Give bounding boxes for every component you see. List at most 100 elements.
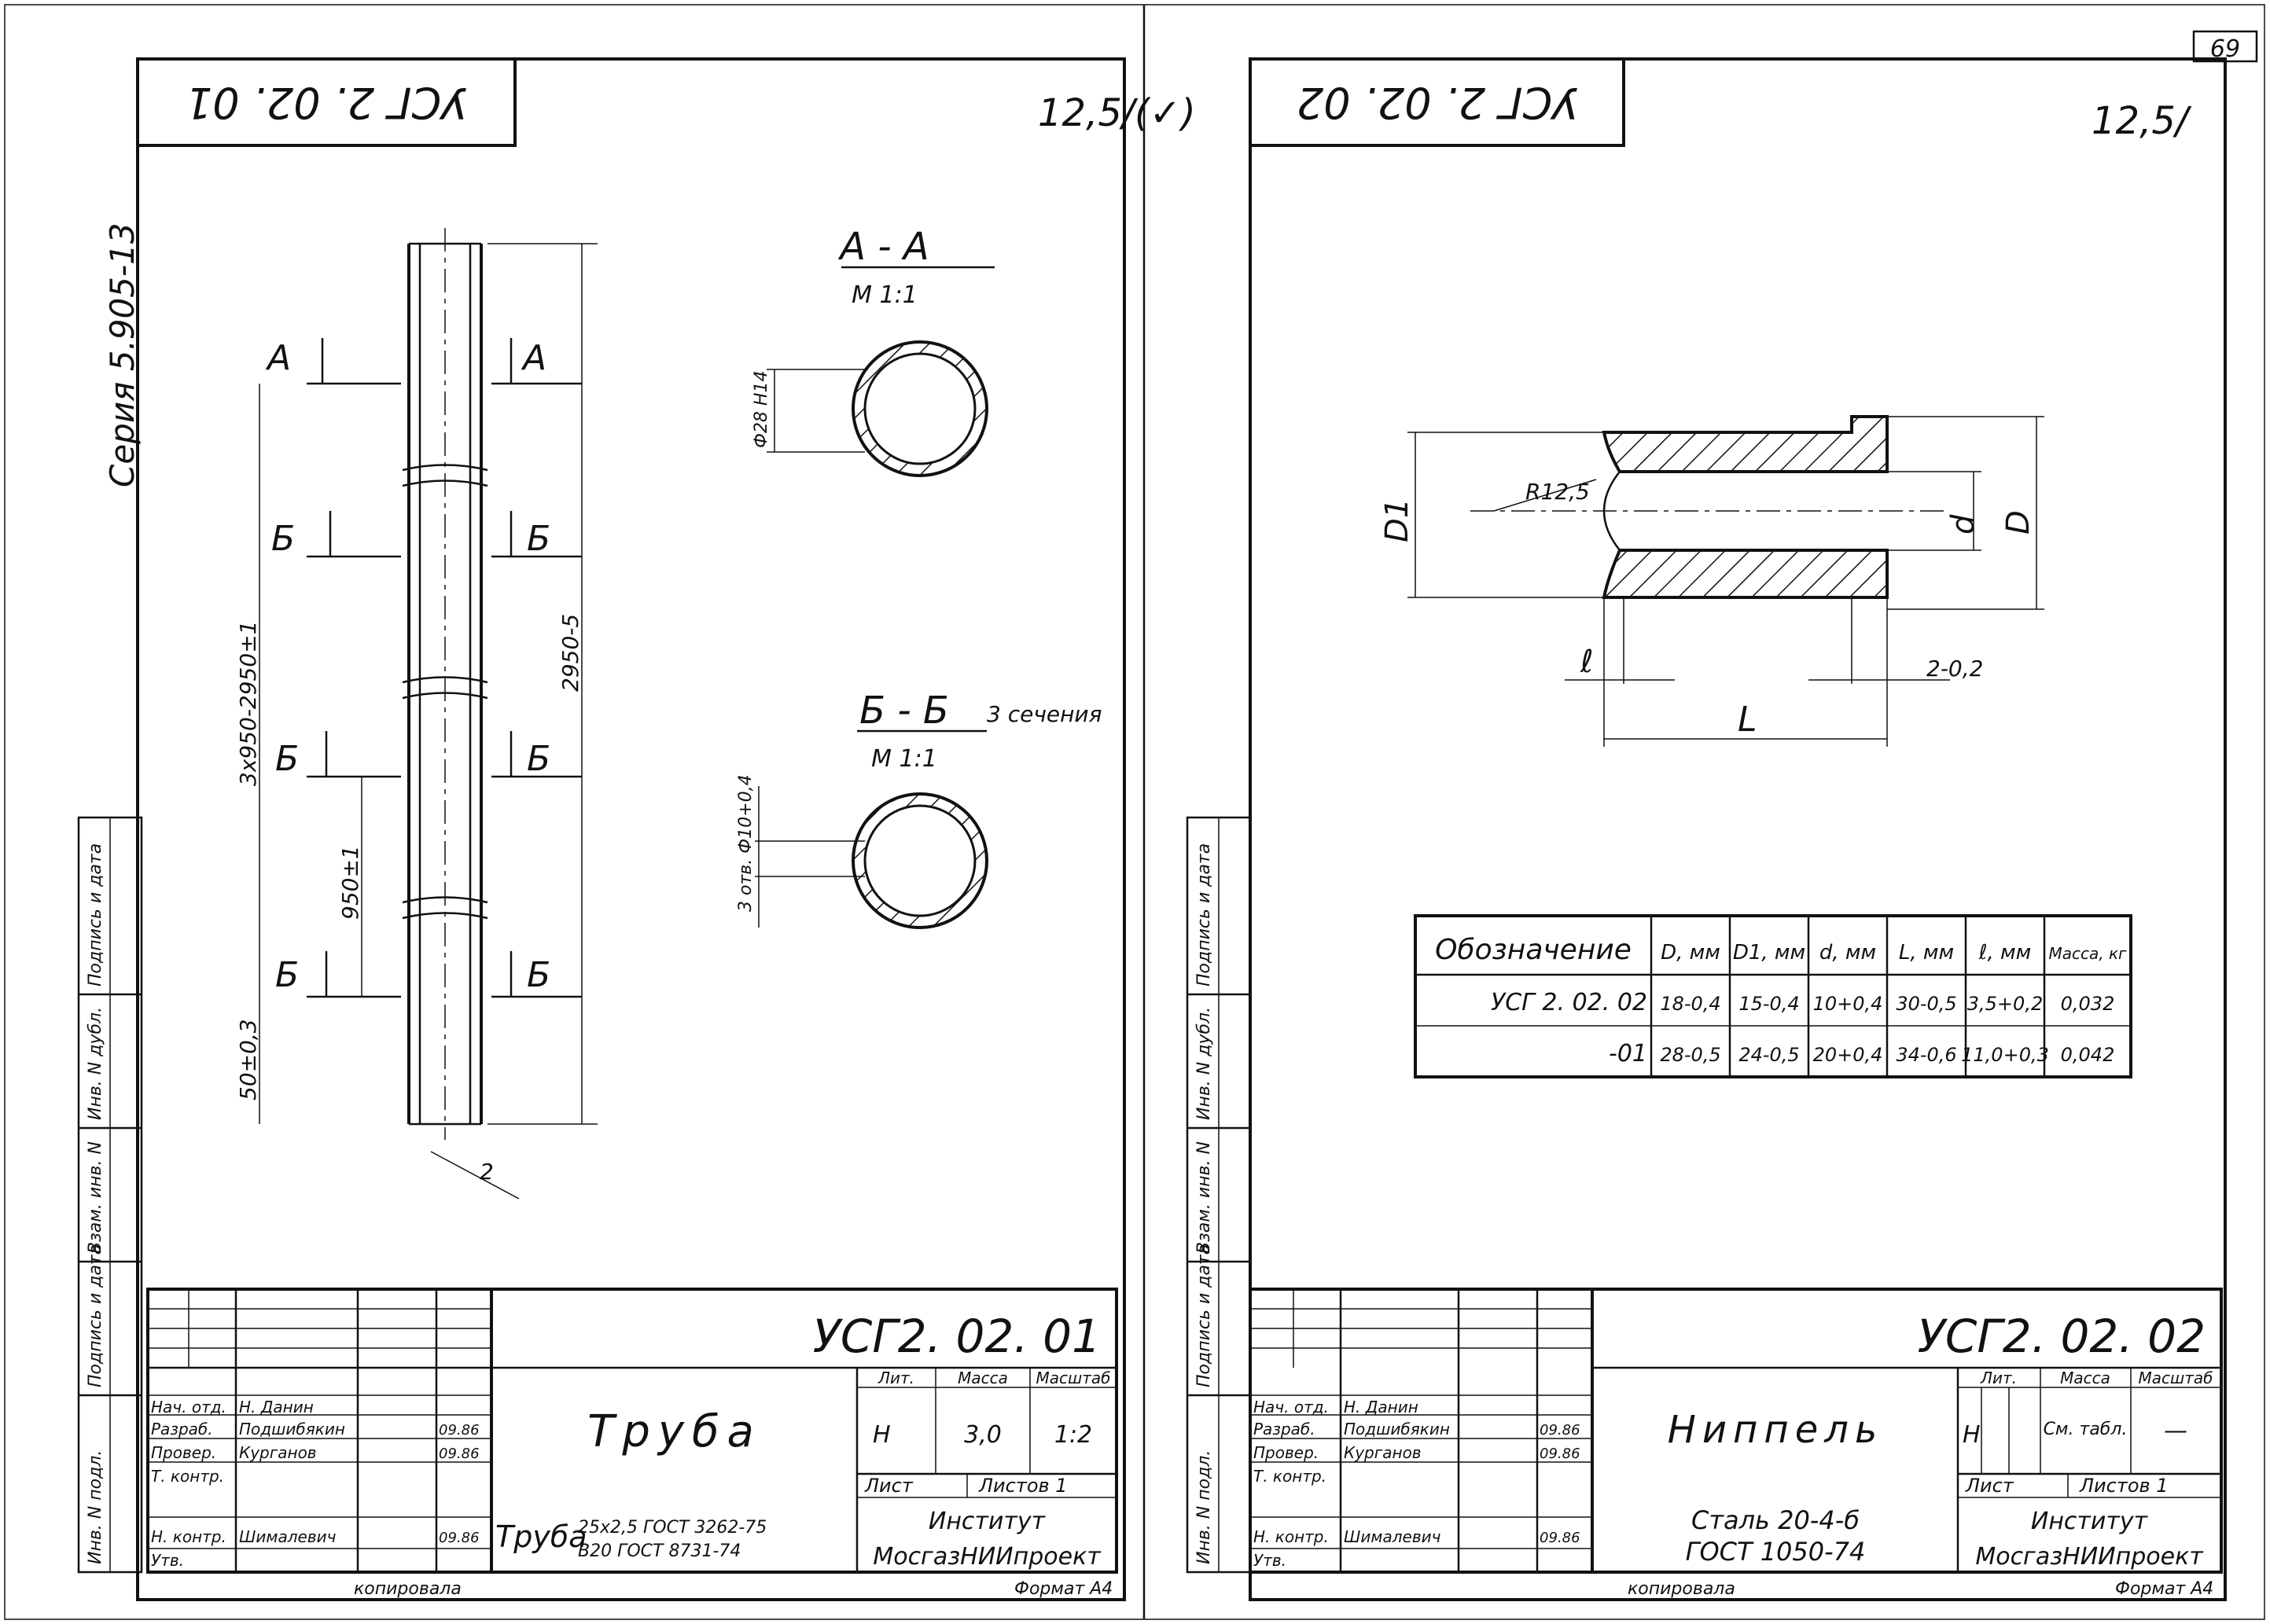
right-copied: копировала xyxy=(1628,1579,1735,1599)
table-header-1: D, мм xyxy=(1661,941,1720,964)
right-title-block: Нач. отд. Разраб. Провер. Т. контр. Н. к… xyxy=(1249,1288,2223,1574)
right-mass-value: См. табл. xyxy=(2044,1420,2128,1439)
parameter-table: Обозначение D, мм D1, мм d, мм L, мм ℓ, … xyxy=(1414,914,2132,1078)
left-date-2: 09.86 xyxy=(439,1446,480,1462)
dimensions-left: 2950-5 3x950-2950±1 950±1 50±0,3 2 xyxy=(235,243,598,1200)
table-row-1-col-4: 34-0,6 xyxy=(1896,1044,1956,1066)
left-rotated-code: УСГ 2. 02. 01 xyxy=(186,78,467,127)
right-role-3: Т. контр. xyxy=(1253,1467,1326,1486)
table-row-0-col-2: 15-0,4 xyxy=(1738,993,1799,1015)
left-name-5: Шималевич xyxy=(239,1527,337,1546)
table-header-5: ℓ, мм xyxy=(1978,941,2032,964)
left-lit-header: Лит. xyxy=(877,1369,914,1387)
left-name-0: Н. Данин xyxy=(239,1398,314,1416)
table-header-6: Масса, кг xyxy=(2048,944,2127,963)
right-lit-value: Н xyxy=(1963,1421,1981,1449)
nipple-view: D1 R12,5 d D ℓ 2-0,2 L xyxy=(1379,415,2044,747)
dim-outer: Ф28 H14 xyxy=(752,371,771,448)
right-title-name: Ниппель xyxy=(1668,1408,1884,1452)
left-mass-header: Масса xyxy=(958,1369,1008,1387)
dim-d1: D1 xyxy=(1379,498,1415,542)
section-aa-scale: М 1:1 xyxy=(852,281,918,309)
left-sheet-label: Лист xyxy=(864,1475,914,1497)
right-format: Формат А4 xyxy=(2115,1579,2213,1599)
right-rotated-code: УСГ 2. 02. 02 xyxy=(1297,78,1578,127)
table-row-1-col-0: -01 xyxy=(1609,1040,1647,1067)
right-roughness: 12,5/ xyxy=(2092,99,2192,143)
right-side-stamp: Подпись и дата Инв. N дубл. Взам. инв. N… xyxy=(1186,816,1252,1574)
right-date-2: 09.86 xyxy=(1540,1446,1580,1462)
table-header-0: Обозначение xyxy=(1435,934,1632,966)
section-bb-note: 3 сечения xyxy=(987,701,1102,727)
left-role-5: Н. контр. xyxy=(151,1527,226,1546)
cut-marks: А А Б Б Б Б Б Б xyxy=(265,338,582,998)
left-role-0: Нач. отд. xyxy=(151,1398,226,1416)
left-sheets-label: Листов 1 xyxy=(978,1475,1068,1497)
left-scale-value: 1:2 xyxy=(1054,1421,1092,1449)
left-material-prefix: Труба xyxy=(495,1519,587,1554)
left-institute-2: МосгазНИИпроект xyxy=(873,1543,1102,1571)
right-mass-header: Масса xyxy=(2060,1369,2110,1387)
left-frame xyxy=(136,57,1126,1601)
dim-step: 3x950-2950±1 xyxy=(235,621,261,786)
right-sheets-label: Листов 1 xyxy=(2079,1475,2169,1497)
left-institute-1: Институт xyxy=(929,1508,1047,1535)
dim-L: L xyxy=(1738,700,1757,740)
section-aa-label: А - А xyxy=(837,225,929,269)
dim-wall: 2 xyxy=(480,1159,494,1185)
right-name-0: Н. Данин xyxy=(1344,1398,1418,1416)
outer-border xyxy=(4,4,2265,1620)
left-copied: копировала xyxy=(354,1579,462,1599)
right-role-1: Разраб. xyxy=(1253,1420,1315,1438)
right-side-label-5: Инв. N подл. xyxy=(1194,1450,1214,1564)
table-header-2: D1, мм xyxy=(1733,941,1805,964)
right-role-0: Нач. отд. xyxy=(1253,1398,1329,1416)
left-scale-header: Масштаб xyxy=(1036,1369,1110,1387)
left-roughness: 12,5/(✓) xyxy=(1038,91,1196,135)
right-institute-1: Институт xyxy=(2031,1508,2149,1535)
cut-label-b3: Б xyxy=(275,739,299,779)
table-row-0-col-6: 0,032 xyxy=(2061,993,2115,1015)
right-title-code: УСГ2. 02. 02 xyxy=(1918,1310,2206,1363)
right-material-line1: Сталь 20-4-б xyxy=(1691,1505,1860,1535)
left-title-name: Труба xyxy=(587,1406,762,1457)
cut-label-b1: Б xyxy=(271,519,295,559)
right-side-label-2: Инв. N дубл. xyxy=(1194,1007,1214,1120)
right-code-box xyxy=(1249,57,1625,147)
right-role-5: Н. контр. xyxy=(1253,1527,1329,1546)
right-institute-2: МосгазНИИпроект xyxy=(1975,1543,2204,1571)
left-sheet: УСГ 2. 02. 01 12,5/(✓) Серия 5.905-13 По… xyxy=(77,57,1196,1601)
table-row-1-col-3: 20+0,4 xyxy=(1813,1044,1883,1066)
right-sheet: УСГ 2. 02. 02 12,5/ Подпись и дата Инв. … xyxy=(1186,57,2227,1601)
left-lit-value: Н xyxy=(873,1421,891,1449)
left-mass-value: 3,0 xyxy=(964,1421,1002,1449)
series-label: Серия 5.905-13 xyxy=(103,222,142,487)
cut-label-b6: Б xyxy=(527,955,550,995)
left-role-6: Утв. xyxy=(151,1551,184,1570)
cut-label-b5: Б xyxy=(275,955,299,995)
right-material-line2: ГОСТ 1050-74 xyxy=(1686,1537,1866,1567)
dim-d: d xyxy=(1945,514,1981,535)
section-bb-label: Б - Б xyxy=(859,689,949,733)
left-material-line2: В20 ГОСТ 8731-74 xyxy=(578,1541,741,1561)
side-stamp-label-4: Подпись и дата xyxy=(86,1244,105,1387)
right-date-1: 09.86 xyxy=(1540,1422,1580,1438)
left-role-2: Провер. xyxy=(151,1443,216,1462)
dim-radius: R12,5 xyxy=(1525,479,1590,505)
cut-label-a2: А xyxy=(521,338,546,378)
left-role-1: Разраб. xyxy=(151,1420,213,1438)
side-stamp-label-2: Инв. N дубл. xyxy=(86,1007,105,1120)
section-aa: А - А М 1:1 Ф28 H14 xyxy=(752,225,995,477)
table-header-4: L, мм xyxy=(1899,941,1954,964)
right-date-5: 09.86 xyxy=(1540,1530,1580,1546)
cut-label-b2: Б xyxy=(527,519,550,559)
dim-D: D xyxy=(2000,510,2036,535)
side-stamp-label-1: Подпись и дата xyxy=(86,843,105,987)
table-row-0-col-5: 3,5+0,2 xyxy=(1967,993,2043,1015)
dim-chamfer: 2-0,2 xyxy=(1926,656,1983,682)
cut-label-b4: Б xyxy=(527,739,550,779)
dim-total: 2950-5 xyxy=(557,614,583,692)
right-role-2: Провер. xyxy=(1253,1443,1319,1462)
right-name-1: Подшибякин xyxy=(1344,1420,1450,1438)
